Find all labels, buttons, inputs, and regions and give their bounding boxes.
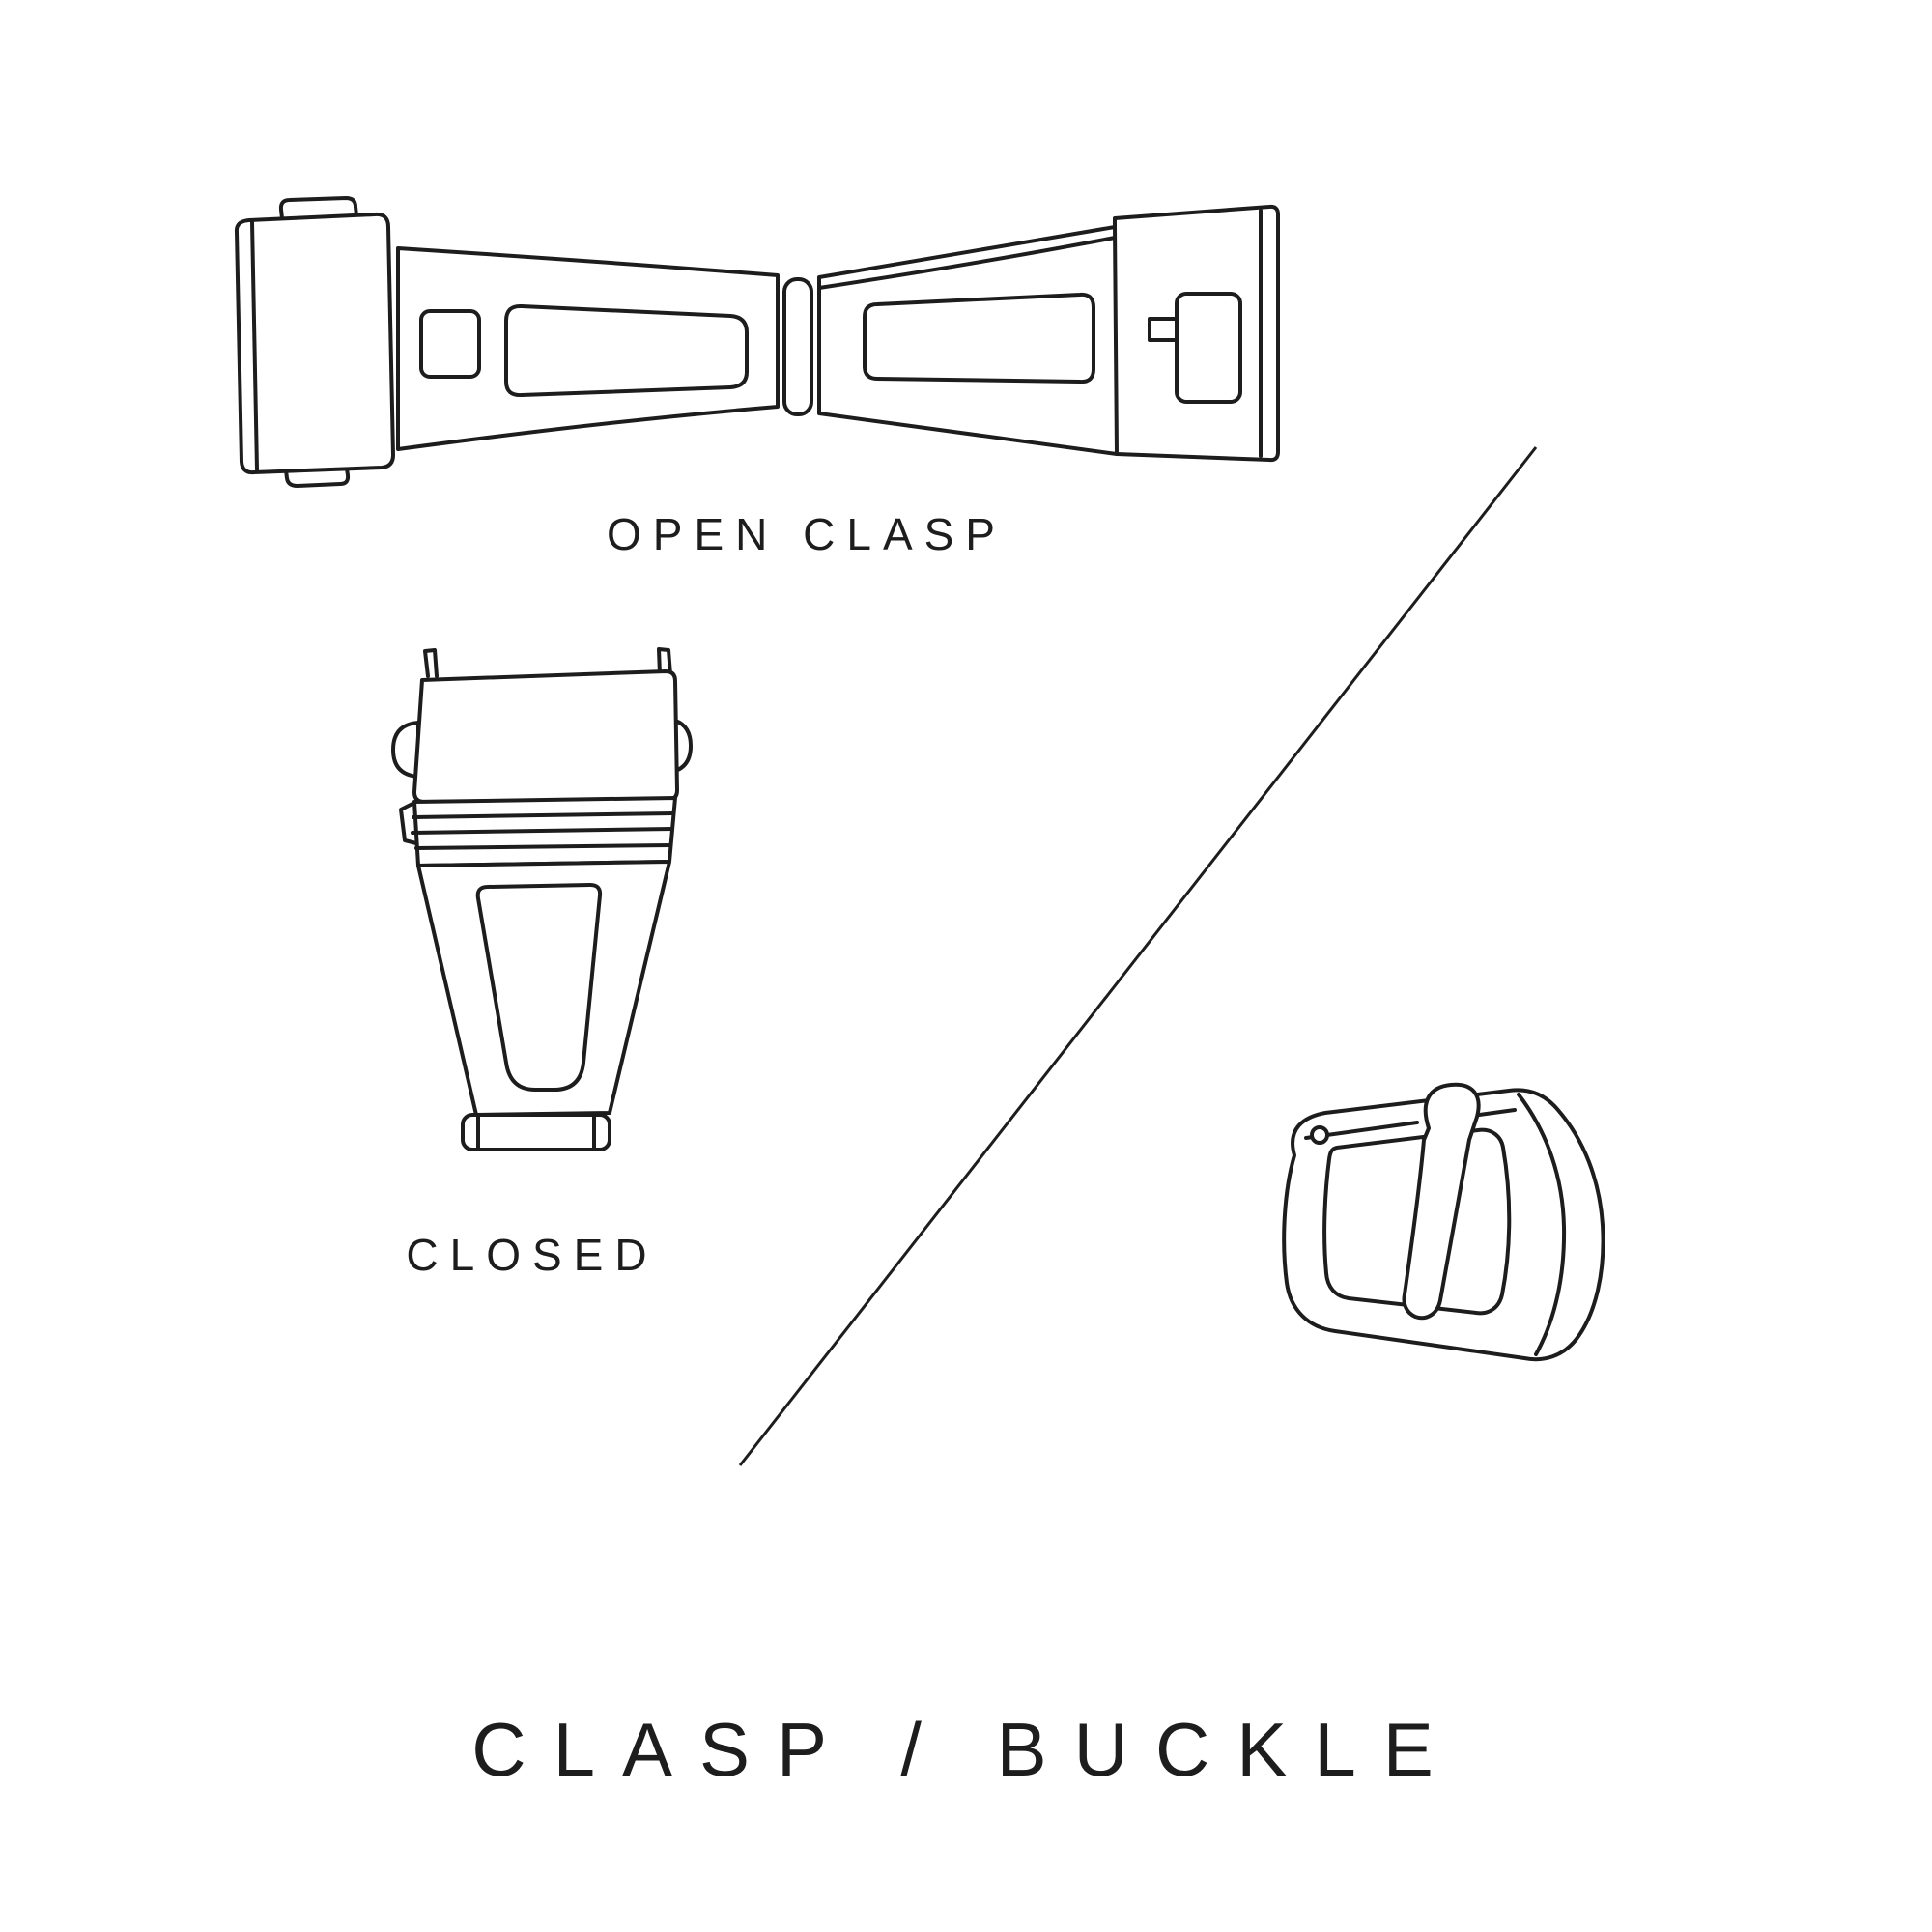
open-clasp-label: OPEN CLASP xyxy=(607,509,1007,559)
closed-clasp-top-plate xyxy=(412,669,679,804)
closed-clasp-right-prong xyxy=(657,647,672,676)
closed-clasp-illustration xyxy=(391,647,693,1151)
buckle-tongue xyxy=(1402,1082,1481,1321)
closed-clasp-body xyxy=(416,860,671,1117)
open-clasp-right-arm xyxy=(817,204,1280,463)
closed-clasp-band xyxy=(411,796,677,867)
closed-clasp-label: CLOSED xyxy=(406,1230,659,1280)
closed-clasp-left-prong xyxy=(423,648,439,678)
open-clasp-illustration xyxy=(234,196,1280,488)
open-clasp-left-arm xyxy=(396,246,780,451)
buckle-frame-roll-edge xyxy=(1517,1093,1567,1356)
buckle-inner-opening xyxy=(1322,1127,1512,1316)
buckle-pin-end xyxy=(1310,1125,1329,1145)
open-clasp-left-end-link xyxy=(234,196,395,488)
closed-clasp-foot xyxy=(461,1113,611,1151)
open-clasp-hinge xyxy=(782,277,813,416)
diagram-title: CLASP / BUCKLE xyxy=(471,1707,1461,1792)
buckle-illustration xyxy=(1282,1082,1605,1362)
closed-clasp-left-ear xyxy=(391,721,420,779)
diagonal-divider-line xyxy=(738,446,1538,1466)
